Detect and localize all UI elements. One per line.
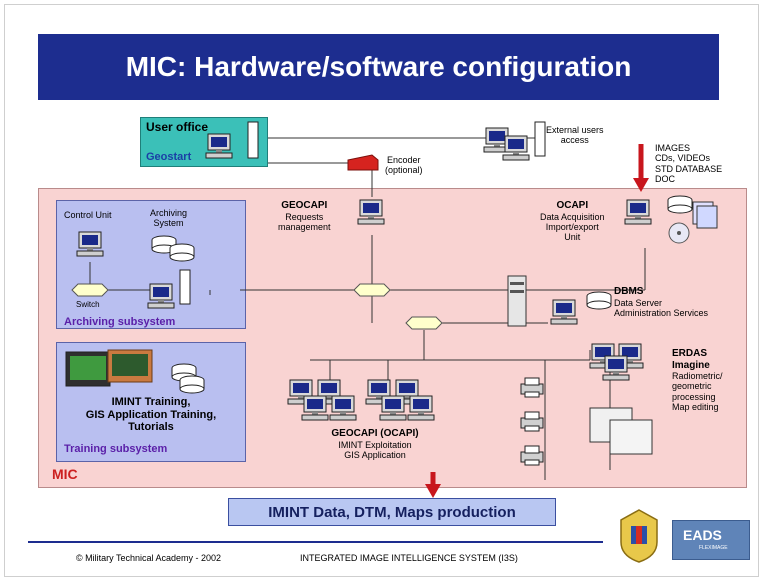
dbms-title: DBMS [614,286,644,297]
encoder-line1: Encoder [387,155,421,165]
images-line2: CDs, VIDEOs [655,153,711,164]
encoder-line2: (optional) [385,165,423,176]
control-unit-label: Control Unit [64,210,112,220]
geocapi-text: GEOCAPI Requests management [278,200,331,232]
ocapi-line1: Data Acquisition [540,211,605,222]
archiving-system-line1: Archiving [150,208,188,218]
external-users-line1: External users [546,125,604,135]
geocapi-line1: Requests [285,211,324,222]
images-line1: IMAGES [655,143,691,153]
switch-label: Switch [76,300,100,309]
slide-frame [4,4,759,577]
eads-logo-subtext: FLEXIMAGE [699,545,728,551]
dbms-line2: Administration Services [614,307,709,318]
title-bar: MIC: Hardware/software configuration [38,34,719,100]
erdas-line4: Map editing [672,402,719,413]
geocapi-ocapi-line1: IMINT Exploitation [338,439,412,450]
eads-logo-text: EADS [683,527,722,543]
erdas-title-line2: Imagine [672,359,710,371]
output-box: IMINT Data, DTM, Maps production [228,498,556,526]
training-line3: Tutorials [128,421,174,434]
images-text: IMAGES CDs, VIDEOs STD DATABASE DOC [655,143,722,184]
archiving-subsystem-label: Archiving subsystem [64,316,176,328]
geocapi-line2: management [278,221,331,232]
ocapi-text: OCAPI Data Acquisition Import/export Uni… [540,200,605,243]
dbms-text: DBMS Data Server Administration Services [614,286,708,318]
geocapi-ocapi-line2: GIS Application [344,449,406,460]
erdas-title-line1: ERDAS [672,348,708,359]
external-users-text: External users access [546,125,604,146]
erdas-line2: geometric [672,381,712,392]
academy-crest-logo [620,509,658,563]
images-line3: STD DATABASE [655,163,723,174]
erdas-line1: Radiometric/ [672,371,723,381]
geocapi-ocapi-title: GEOCAPI (OCAPI) [331,428,419,439]
eads-logo: EADS FLEXIMAGE [672,520,750,560]
ocapi-title: OCAPI [556,200,589,211]
training-line1: IMINT Training, [111,396,191,408]
geostart-label: Geostart [146,151,192,163]
images-line4: DOC [655,174,675,185]
user-office-box [140,117,268,167]
mic-label: MIC [52,466,78,482]
erdas-text: ERDAS Imagine Radiometric/ geometric pro… [672,348,723,412]
geocapi-title: GEOCAPI [281,200,328,211]
erdas-line3: processing [672,391,716,402]
external-users-line2: access [560,135,589,146]
geocapi-ocapi-text: GEOCAPI (OCAPI) IMINT Exploitation GIS A… [300,428,450,460]
footer-copyright: © Military Technical Academy - 2002 [76,553,222,563]
training-line2: GIS Application Training, [85,408,217,421]
training-text: IMINT Training, GIS Application Training… [58,396,244,434]
user-office-title: User office [146,120,209,134]
slide-title: MIC: Hardware/software configuration [125,51,632,82]
dbms-line1: Data Server [614,297,663,308]
footer-system-name: INTEGRATED IMAGE INTELLIGENCE SYSTEM (I3… [300,553,518,563]
archiving-system-text: Archiving System [150,208,187,229]
training-subsystem-label: Training subsystem [64,443,168,455]
ocapi-line3: Unit [564,232,581,243]
ocapi-line2: Import/export [545,221,599,232]
encoder-text: Encoder (optional) [385,155,423,176]
footer-line [28,541,603,543]
output-label: IMINT Data, DTM, Maps production [268,503,516,521]
archiving-system-line2: System [153,218,184,229]
